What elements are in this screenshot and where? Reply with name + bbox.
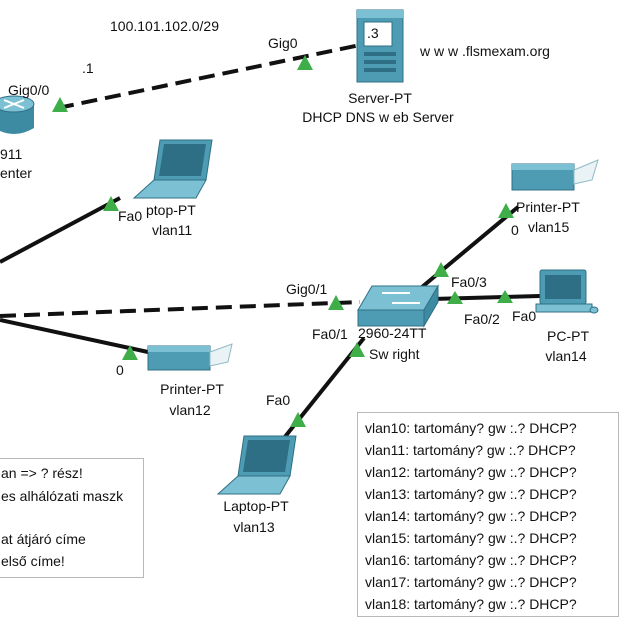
link-up-icon	[328, 295, 344, 310]
links	[0, 43, 541, 440]
link-up-icon	[103, 196, 119, 211]
router-name-label: enter	[0, 165, 32, 181]
link-left-printer12[interactable]	[0, 318, 149, 354]
pc14-vlan-label: vlan14	[545, 348, 587, 364]
laptop13-vlan-label: vlan13	[233, 519, 275, 535]
laptop13-model-label: Laptop-PT	[223, 498, 289, 514]
task-notes-box: an => ? rész! es alhálózati maszk at átj…	[0, 458, 144, 578]
task-note-line: at átjáró címe	[1, 531, 86, 547]
vlan-question-line: vlan15: tartomány? gw :.? DHCP?	[365, 530, 577, 546]
switch-name-label: Sw right	[369, 346, 420, 362]
router-port-label: Gig0/0	[8, 82, 50, 98]
laptop11-port-label: Fa0	[118, 208, 143, 224]
switch-fa01-label: Fa0/1	[312, 326, 348, 342]
pc14-port-label: Fa0	[512, 308, 537, 324]
laptop11-vlan-label: vlan11	[152, 222, 193, 238]
laptop-icon[interactable]	[132, 139, 213, 199]
vlan-question-line: vlan13: tartomány? gw :.? DHCP?	[365, 486, 577, 502]
server-model-label: Server-PT	[348, 90, 412, 106]
vlan-question-line: vlan12: tartomány? gw :.? DHCP?	[365, 464, 577, 480]
link-up-icon	[497, 290, 513, 303]
vlan-question-line: vlan11: tartomány? gw :.? DHCP?	[365, 442, 576, 458]
printer15-model-label: Printer-PT	[516, 199, 580, 215]
printer12-vlan-label: vlan12	[169, 402, 211, 418]
link-up-icon	[52, 97, 68, 112]
printer-icon[interactable]	[511, 159, 599, 191]
router-model-label: 911	[0, 146, 23, 162]
vlan-questions-box: vlan10: tartomány? gw :.? DHCP? vlan11: …	[357, 412, 619, 617]
server-icon[interactable]	[356, 9, 404, 83]
switch-model-label: 2960-24TT	[358, 325, 427, 341]
task-note-line: első címe!	[1, 553, 65, 569]
pc-icon[interactable]	[535, 269, 599, 314]
link-up-icon	[433, 262, 449, 277]
vlan-question-line: vlan17: tartomány? gw :.? DHCP?	[365, 574, 577, 590]
vlan-question-line: vlan16: tartomány? gw :.? DHCP?	[365, 552, 577, 568]
website-label: w w w .flsmexam.org	[420, 43, 550, 59]
printer12-port-label: 0	[116, 362, 124, 378]
switch-fa03-label: Fa0/3	[451, 274, 487, 290]
switch-icon[interactable]	[357, 284, 439, 328]
switch-fa02-label: Fa0/2	[464, 311, 500, 327]
printer15-port-label: 0	[511, 222, 519, 238]
vlan-question-line: vlan18: tartomány? gw :.? DHCP?	[365, 596, 577, 612]
printer12-model-label: Printer-PT	[160, 381, 224, 397]
link-up-icon	[447, 291, 463, 304]
link-switch-pc14[interactable]	[431, 294, 541, 301]
link-left-laptop11[interactable]	[0, 196, 121, 264]
printer15-vlan-label: vlan15	[528, 219, 570, 235]
link-up-icon	[290, 412, 306, 427]
server-role-label: DHCP DNS w eb Server	[302, 109, 454, 125]
router-icon[interactable]	[0, 95, 35, 134]
pc14-model-label: PC-PT	[547, 328, 589, 344]
task-note-line: an => ? rész!	[1, 465, 83, 481]
link-status-indicators	[52, 55, 514, 427]
link-left-switch[interactable]	[0, 300, 361, 318]
router-ip-label: .1	[82, 60, 94, 76]
link-up-icon	[297, 55, 313, 70]
task-note-line: es alhálózati maszk	[1, 488, 124, 504]
server-port-label: Gig0	[268, 35, 298, 51]
laptop-icon[interactable]	[216, 435, 297, 495]
link-up-icon	[349, 342, 365, 357]
link-up-icon	[498, 203, 514, 218]
link-router-server[interactable]	[57, 43, 361, 110]
printer-icon[interactable]	[147, 343, 233, 371]
server-ip-label: .3	[367, 25, 379, 41]
laptop13-port-label: Fa0	[266, 392, 291, 408]
vlan-question-line: vlan10: tartomány? gw :.? DHCP?	[365, 420, 577, 436]
vlan-question-line: vlan14: tartomány? gw :.? DHCP?	[365, 508, 577, 524]
subnet-label: 100.101.102.0/29	[110, 18, 219, 34]
link-up-icon	[122, 345, 138, 360]
laptop11-model-label: ptop-PT	[146, 202, 196, 218]
switch-gig01-label: Gig0/1	[286, 281, 328, 297]
